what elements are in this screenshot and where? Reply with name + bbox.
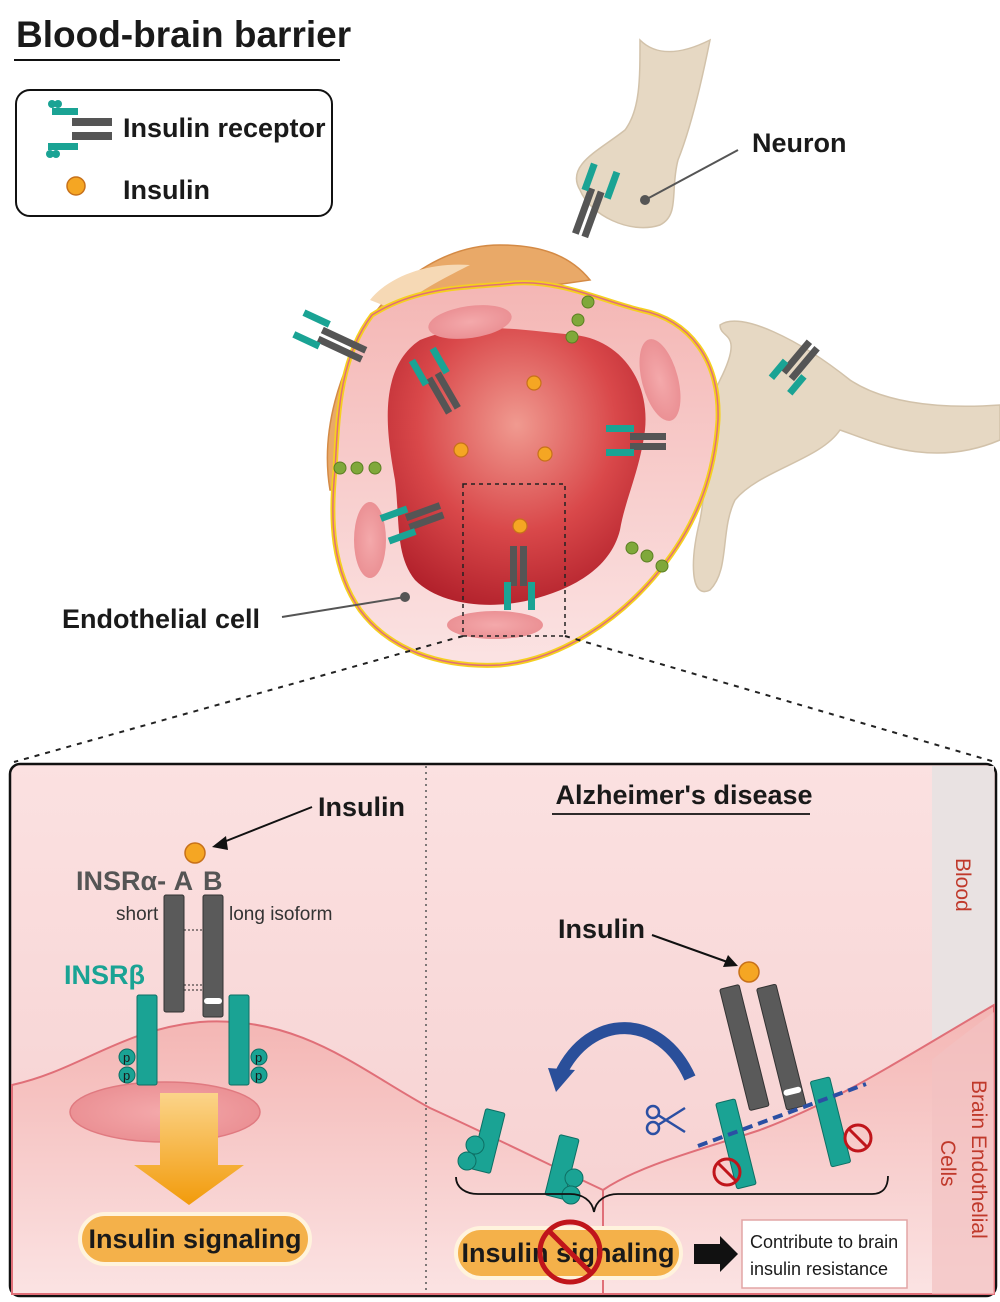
brace-bracket (455, 1175, 889, 1213)
insr-alpha-label: INSRα- A (76, 866, 193, 896)
svg-text:p: p (123, 1050, 130, 1065)
prohibited-icon (712, 1123, 873, 1187)
insulin-label-left: Insulin (318, 792, 405, 822)
alzheimers-heading: Alzheimer's disease (555, 780, 812, 810)
neuron-right (692, 320, 1000, 593)
endothelial-cell-label: Endothelial cell (62, 604, 260, 634)
insulin-signaling-pill-left: Insulin signaling (78, 1212, 312, 1266)
legend-insulin-label: Insulin (123, 175, 210, 205)
cells-side-label: Cells (936, 1140, 959, 1187)
svg-text:p: p (255, 1068, 262, 1083)
brain-endothelial-side-label: Brain Endothelial (967, 1080, 990, 1239)
insulin-arrow-left (215, 806, 313, 846)
long-isoform-label: long isoform (229, 904, 333, 925)
endothelial-pointer-line (281, 596, 406, 618)
legend: Insulin receptor Insulin (15, 89, 333, 217)
insulin-arrowhead-left (212, 836, 228, 850)
cleaved-receptor-fragments (457, 1108, 584, 1205)
short-isoform-label: short (116, 904, 159, 925)
zoom-line-right (564, 635, 996, 763)
arrow-right-icon (694, 1236, 738, 1272)
neuron-top (575, 38, 712, 229)
curved-arrowhead (548, 1068, 575, 1092)
svg-text:p: p (123, 1068, 130, 1083)
receptor-glyphs (292, 162, 820, 610)
insulin-receptor-right (697, 983, 867, 1190)
signaling-down-arrow (134, 1093, 244, 1205)
curved-arrow-icon (554, 1022, 696, 1081)
phosphate-group-right: p p (250, 1048, 268, 1084)
zoom-line-left (13, 635, 464, 763)
scissors-icon (645, 1104, 686, 1136)
insr-beta-label: INSRβ (64, 960, 145, 990)
insulin-molecule-right (738, 961, 760, 983)
outcome-box: Contribute to brain insulin resistance (741, 1219, 908, 1289)
zoom-region-box (462, 483, 566, 637)
signaling-blocked-icon (537, 1219, 603, 1285)
insulin-molecule-left (184, 842, 206, 864)
insulin-receptor-legend-icon (46, 100, 112, 158)
svg-text:p: p (255, 1050, 262, 1065)
svg-text:Insulin signaling: Insulin signaling (88, 1224, 301, 1254)
page-title: Blood-brain barrier (16, 14, 351, 55)
insulin-receptor-left (136, 894, 250, 1086)
insr-b-label: B (203, 866, 223, 896)
svg-text:Contribute to brain: Contribute to brain (750, 1232, 898, 1252)
blood-vessel (330, 280, 721, 668)
insulin-arrow-right (651, 934, 734, 965)
endothelial-pointer-dot (400, 592, 410, 602)
insulin-label-right: Insulin (558, 914, 645, 944)
neuron-pointer-dot (640, 195, 650, 205)
insulin-arrowhead-right (723, 955, 738, 967)
svg-text:insulin resistance: insulin resistance (750, 1259, 888, 1279)
insulin-legend-icon (66, 176, 86, 196)
neuron-label: Neuron (752, 128, 847, 158)
blood-side-label: Blood (951, 858, 974, 912)
legend-receptor-label: Insulin receptor (123, 113, 326, 143)
phosphate-group-left: p p (118, 1048, 136, 1084)
neuron-pointer-line (644, 149, 739, 201)
